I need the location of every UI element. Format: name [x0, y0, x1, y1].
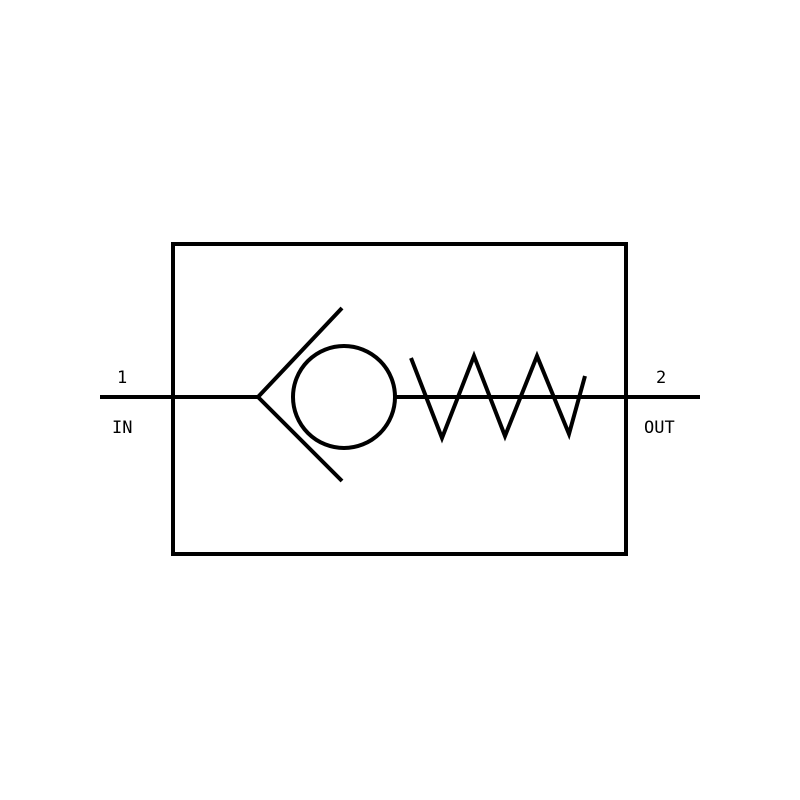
outlet-port-name: OUT — [644, 418, 675, 438]
spring — [409, 350, 587, 444]
inlet-port-number: 1 — [117, 368, 127, 388]
outlet-port-number: 2 — [656, 368, 666, 388]
inlet-port-name: IN — [112, 418, 132, 438]
valve-seat — [255, 306, 344, 483]
check-ball — [291, 344, 397, 450]
